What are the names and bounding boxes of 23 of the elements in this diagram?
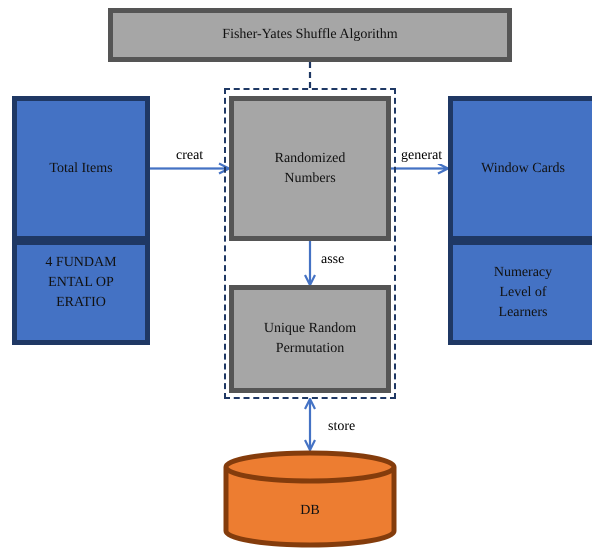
- node-label: Fisher-Yates Shuffle Algorithm: [222, 26, 398, 44]
- arrow: [391, 162, 450, 175]
- process-box: [12, 240, 150, 345]
- node-label: Window Cards: [481, 160, 565, 178]
- process-box: [229, 285, 391, 393]
- arrow: [150, 162, 230, 175]
- connector-line: [308, 62, 312, 88]
- arrow: [304, 241, 316, 286]
- node-label: Randomized Numbers: [274, 150, 346, 188]
- process-box: [108, 8, 512, 62]
- process-box: [12, 96, 150, 241]
- process-box: [448, 240, 592, 345]
- dashed-group-box: [224, 88, 396, 399]
- arrow: [304, 398, 316, 452]
- node-label: 4 FUNDAMENTAL OPERATIO: [44, 254, 118, 312]
- process-box: [448, 96, 592, 241]
- database-cylinder: [222, 450, 398, 548]
- node-label: Total Items: [49, 160, 113, 178]
- node-label: Unique Random Permutation: [262, 320, 358, 358]
- node-label: DB: [300, 502, 320, 520]
- process-box: [229, 96, 391, 241]
- node-label: Numeracy Level of Learners: [492, 264, 554, 322]
- edge-label: generat: [400, 148, 444, 164]
